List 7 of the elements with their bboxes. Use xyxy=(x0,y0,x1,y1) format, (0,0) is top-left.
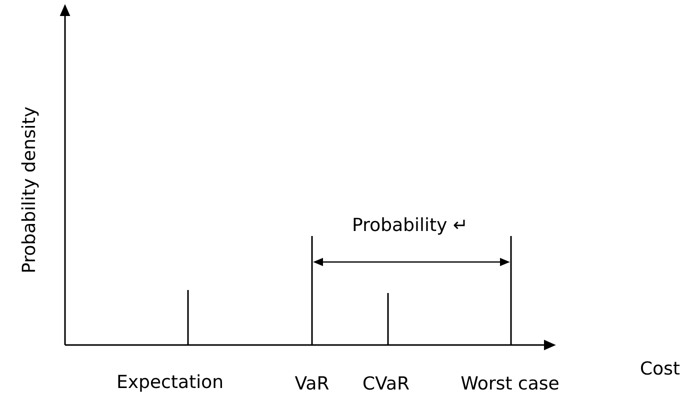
axis-label: Probability density xyxy=(21,107,39,272)
axis-label: Cost xyxy=(641,361,680,375)
tick-label: Worst case xyxy=(461,376,558,390)
dimension-label: Probability ↵ xyxy=(354,217,465,235)
tick-label: VaR xyxy=(294,376,329,390)
tick-label: CVaR xyxy=(364,376,410,390)
tick-label: Expectation xyxy=(118,374,222,392)
